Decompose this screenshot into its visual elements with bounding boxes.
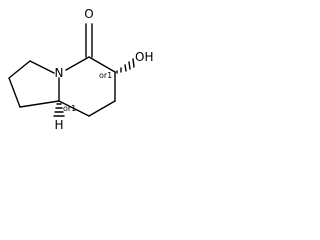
bond-c3-c2: [8, 60, 31, 79]
bond-c1-c8a: [19, 100, 60, 108]
bond-c5-c6: [88, 56, 116, 73]
bond-n-c5: [65, 56, 90, 71]
hydrogen-atom-label: H: [54, 118, 63, 132]
oxygen-atom-label: O: [84, 7, 93, 21]
stereo-label-c6: or1: [99, 71, 112, 80]
stereo-label-c8a: or1: [63, 104, 76, 113]
hashed-wedge-c6-oh: [116, 58, 135, 74]
hashed-wedge-c8a-h: [53, 103, 65, 117]
bond-c7-c8: [88, 100, 116, 117]
hydroxyl-label: OH: [135, 50, 153, 64]
structure-diagram: O N OH H or1 or1: [8, 7, 153, 132]
bond-c8-c8a: [58, 100, 90, 117]
nitrogen-atom-label: N: [55, 66, 64, 80]
bond-c2-c1: [8, 77, 21, 108]
bond-n-c3: [29, 60, 55, 74]
